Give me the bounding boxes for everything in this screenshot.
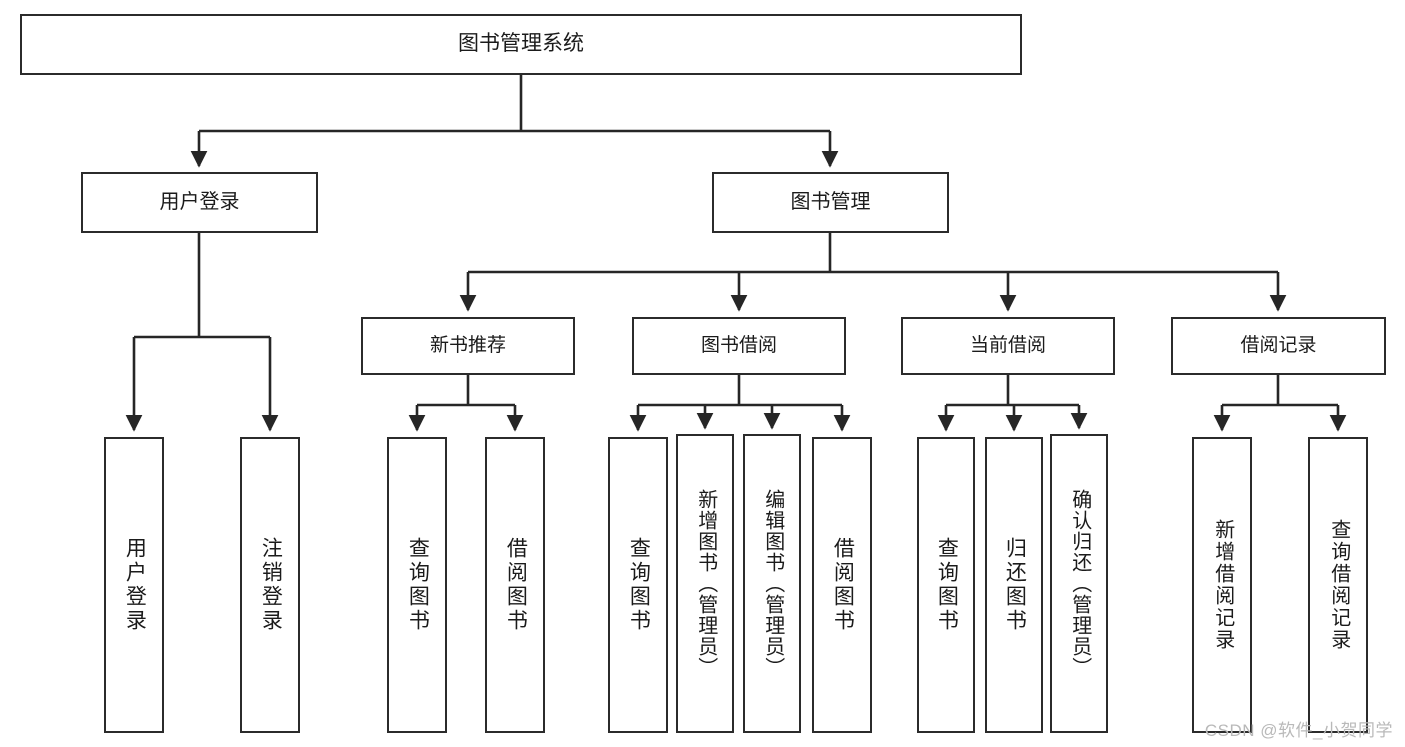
node-user-login[interactable]: 用户登录: [81, 172, 318, 233]
node-current-borrow[interactable]: 当前借阅: [901, 317, 1115, 375]
node-leaf-return-book[interactable]: 归还图书: [985, 437, 1043, 733]
node-book-borrow[interactable]: 图书借阅: [632, 317, 846, 375]
node-book-borrow-label: 图书借阅: [700, 334, 777, 356]
node-root[interactable]: 图书管理系统: [20, 14, 1022, 75]
node-borrow-record[interactable]: 借阅记录: [1171, 317, 1386, 375]
node-current-borrow-label: 当前借阅: [969, 334, 1046, 356]
node-root-label: 图书管理系统: [458, 32, 584, 56]
node-leaf-borrow-book-1-label: 借阅图书: [504, 537, 528, 633]
node-leaf-query-book-3[interactable]: 查询图书: [917, 437, 975, 733]
node-book-manage[interactable]: 图书管理: [712, 172, 949, 233]
node-new-book-rec[interactable]: 新书推荐: [361, 317, 575, 375]
node-leaf-edit-book-label: 编辑图书（管理员）: [761, 489, 784, 678]
watermark-text: CSDN @软件_小贺同学: [1204, 721, 1393, 740]
node-leaf-edit-book[interactable]: 编辑图书（管理员）: [743, 434, 801, 733]
node-leaf-query-book-3-label: 查询图书: [935, 537, 959, 633]
node-leaf-query-book-2-label: 查询图书: [627, 537, 651, 633]
node-new-book-rec-label: 新书推荐: [429, 334, 506, 356]
node-user-login-label: 用户登录: [159, 190, 240, 213]
node-leaf-add-record-label: 新增借阅记录: [1211, 519, 1234, 651]
node-leaf-logout[interactable]: 注销登录: [240, 437, 300, 733]
node-leaf-borrow-book-2-label: 借阅图书: [831, 537, 855, 633]
node-leaf-borrow-book-2[interactable]: 借阅图书: [812, 437, 872, 733]
node-leaf-add-record[interactable]: 新增借阅记录: [1192, 437, 1252, 733]
node-book-manage-label: 图书管理: [790, 190, 871, 213]
node-leaf-user-login-label: 用户登录: [123, 537, 147, 633]
node-borrow-record-label: 借阅记录: [1240, 334, 1317, 356]
node-leaf-user-login[interactable]: 用户登录: [104, 437, 164, 733]
node-leaf-add-book-label: 新增图书（管理员）: [694, 489, 717, 678]
node-leaf-query-record-label: 查询借阅记录: [1327, 519, 1350, 651]
node-leaf-logout-label: 注销登录: [259, 537, 283, 633]
node-leaf-query-book-2[interactable]: 查询图书: [608, 437, 668, 733]
node-leaf-borrow-book-1[interactable]: 借阅图书: [485, 437, 545, 733]
node-leaf-return-book-label: 归还图书: [1003, 537, 1027, 633]
node-leaf-query-book-1-label: 查询图书: [406, 537, 430, 633]
node-leaf-confirm-return-label: 确认归还（管理员）: [1068, 489, 1091, 678]
node-leaf-query-book-1[interactable]: 查询图书: [387, 437, 447, 733]
node-leaf-add-book[interactable]: 新增图书（管理员）: [676, 434, 734, 733]
node-leaf-query-record[interactable]: 查询借阅记录: [1308, 437, 1368, 733]
node-leaf-confirm-return[interactable]: 确认归还（管理员）: [1050, 434, 1108, 733]
